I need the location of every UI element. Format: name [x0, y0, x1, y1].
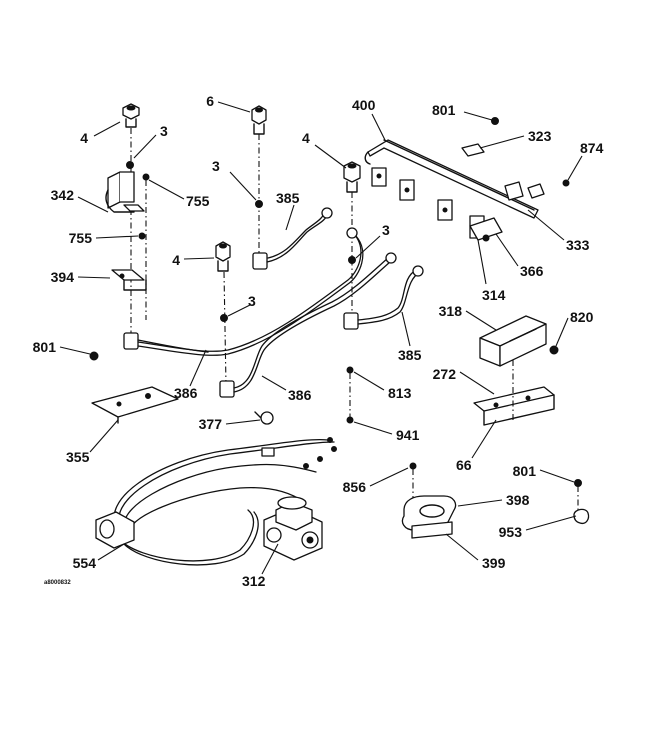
callout-394: 394	[51, 269, 75, 285]
bracket-part-272	[473, 386, 555, 426]
part-953	[573, 508, 590, 525]
igniter-module-part-318	[479, 315, 547, 367]
fitting-6-lower	[252, 252, 268, 270]
nut-part-3-d	[220, 314, 228, 322]
fitting-lower	[219, 380, 235, 398]
callout-314: 314	[482, 287, 506, 303]
orifice-part-4-left	[122, 103, 140, 128]
nut-part-3-b	[255, 200, 263, 208]
callout-386-b: 386	[288, 387, 312, 403]
screw-part-755-b	[138, 232, 146, 240]
callout-385-upper: 385	[276, 190, 300, 206]
tube-part-385-upper	[266, 211, 330, 263]
tube-part-386-b	[233, 257, 389, 389]
callout-3-c: 3	[382, 222, 390, 238]
screw-part-755-a	[142, 173, 150, 181]
callout-66: 66	[456, 457, 472, 473]
callout-400: 400	[352, 97, 376, 113]
callout-398: 398	[506, 492, 530, 508]
callout-554: 554	[73, 555, 97, 571]
orifice-part-4-center	[343, 161, 361, 193]
screw-part-856	[409, 462, 417, 470]
tube-part-386-a	[137, 233, 362, 352]
fitting-center-lower	[343, 312, 359, 330]
callout-386-a: 386	[174, 385, 198, 401]
clip-part-323	[461, 143, 485, 157]
callout-874: 874	[580, 140, 604, 156]
valve-part-366	[469, 217, 503, 241]
screw-part-801-left	[89, 351, 99, 361]
callout-3-b: 3	[212, 158, 220, 174]
callout-323: 323	[528, 128, 552, 144]
leader-lines	[59, 101, 583, 575]
callout-801-left: 801	[33, 339, 57, 355]
bracket-part-342	[105, 171, 145, 213]
fitting-left-lower	[123, 332, 209, 353]
callout-labels: 4 3 6 400 801 323 874 342 755 4 3 385 75…	[33, 93, 604, 589]
screw-part-941	[346, 416, 354, 424]
callout-355: 355	[66, 449, 90, 465]
callout-813: 813	[388, 385, 412, 401]
callout-4-lower: 4	[172, 252, 180, 268]
clamp-part-377	[254, 411, 274, 425]
callout-3-d: 3	[248, 293, 256, 309]
callout-342: 342	[51, 187, 75, 203]
callout-318: 318	[439, 303, 463, 319]
screw-part-801-top	[491, 117, 499, 125]
tube-part-385-lower	[357, 269, 417, 321]
callout-312: 312	[242, 573, 266, 589]
callout-272: 272	[433, 366, 457, 382]
bracket-part-333	[504, 181, 524, 201]
callout-856: 856	[343, 479, 367, 495]
callout-801-top: 801	[432, 102, 456, 118]
callout-755-a: 755	[186, 193, 210, 209]
callout-4-center: 4	[302, 130, 310, 146]
drawing-code: a8000832	[44, 580, 71, 586]
nut-part-3-c	[348, 256, 356, 264]
callout-377: 377	[199, 416, 223, 432]
callout-941: 941	[396, 427, 420, 443]
bracket-part-394	[111, 269, 147, 291]
callout-3-left: 3	[160, 123, 168, 139]
orifice-part-4-lower	[215, 241, 231, 272]
callout-366: 366	[520, 263, 544, 279]
mounting-plate-part-355	[91, 386, 179, 424]
manifold-part-400	[364, 139, 539, 239]
screw-part-801-right	[574, 479, 582, 487]
screw-part-820	[549, 345, 559, 355]
pressure-regulator-part-312	[263, 496, 323, 561]
screw-part-813	[346, 366, 354, 374]
callout-385-lower: 385	[398, 347, 422, 363]
callout-801-right: 801	[513, 463, 537, 479]
callout-953: 953	[499, 524, 523, 540]
wire-harness-part-554	[95, 437, 337, 566]
center-line-lower	[223, 271, 227, 386]
screw-part-874	[562, 179, 570, 187]
callout-820: 820	[570, 309, 594, 325]
callout-755-b: 755	[69, 230, 93, 246]
callout-399: 399	[482, 555, 506, 571]
callout-333: 333	[566, 237, 590, 253]
valve-part-314	[482, 234, 490, 242]
plate-part-399	[411, 521, 453, 539]
orifice-part-6	[251, 105, 267, 135]
callout-4-left: 4	[80, 130, 88, 146]
callout-6: 6	[206, 93, 214, 109]
nut-part-3-left	[126, 161, 134, 169]
